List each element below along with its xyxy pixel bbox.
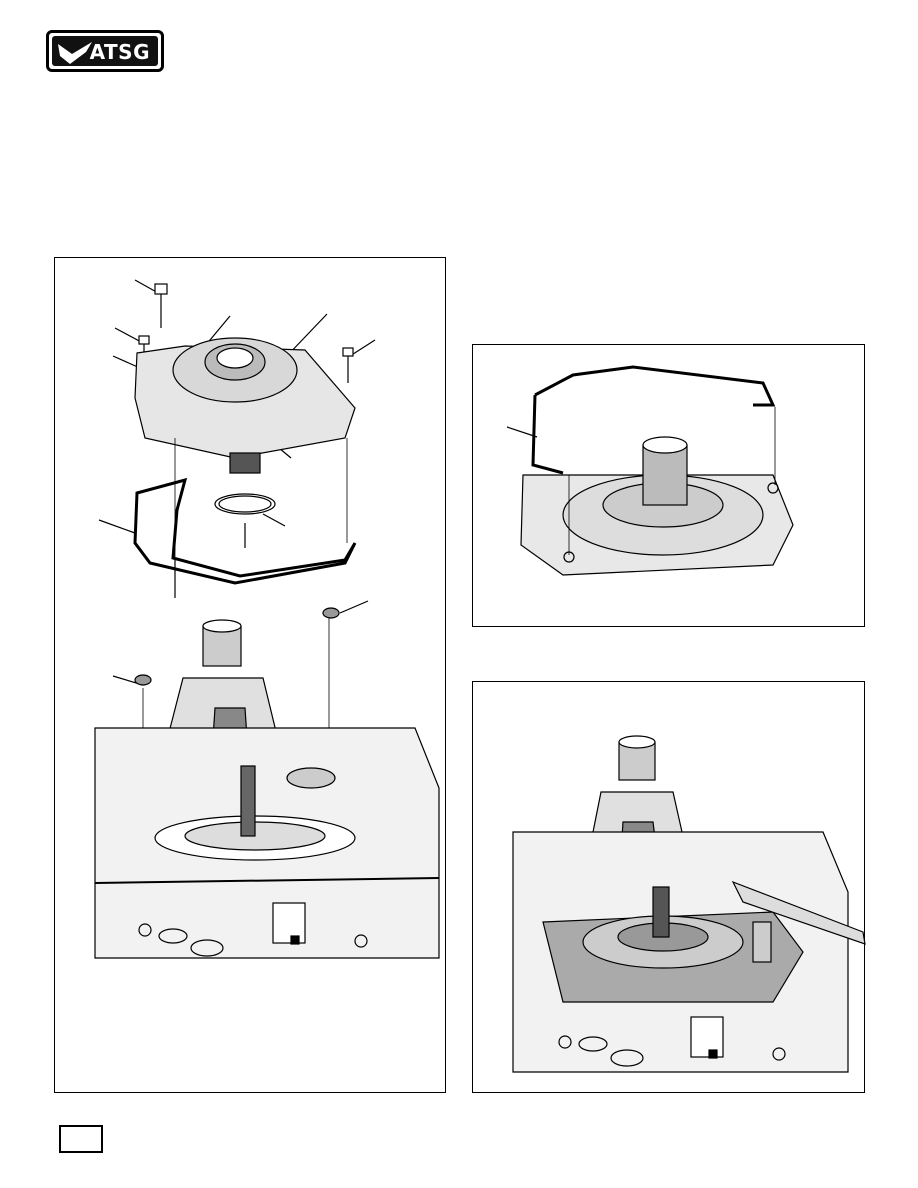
logo-background: ATSG: [52, 36, 158, 66]
figure-exploded-view: [54, 257, 446, 1093]
bolt-icon: [154, 283, 168, 328]
exploded-view-illustration: [94, 279, 440, 959]
atsg-logo: ATSG: [46, 30, 164, 72]
logo-check-icon: [58, 42, 92, 64]
torque-bolts-illustration: [512, 735, 866, 1073]
page-number-box: [59, 1125, 103, 1153]
figure-torque-bolts: [472, 681, 866, 1093]
logo-text: ATSG: [89, 40, 150, 64]
figure-gasket-installed: [472, 344, 865, 627]
gasket-installed-illustration: [506, 365, 794, 576]
